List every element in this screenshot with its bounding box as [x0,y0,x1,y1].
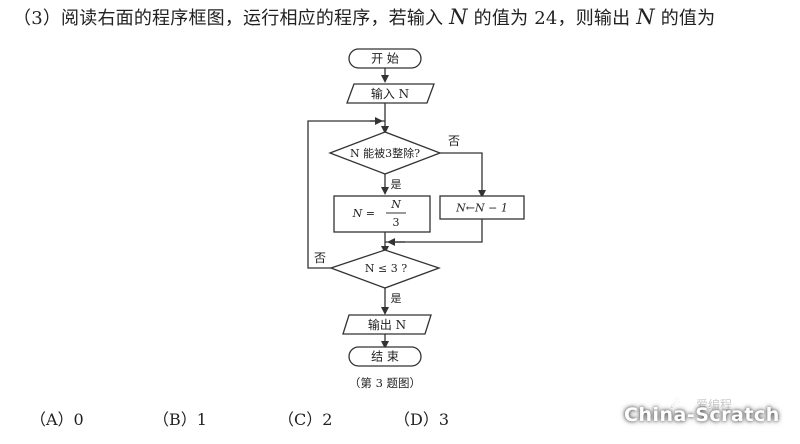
process-divide [333,195,431,233]
input-parallelogram [346,83,435,104]
watermark-sub: 爱编程 [696,398,733,412]
input-label: 输入 N [371,86,409,101]
decision2-label: N ≤ 3 ? [365,262,407,275]
question-suffix: 的值为 [654,8,716,29]
question-text: （3）阅读右面的程序框图，运行相应的程序，若输入 N 的值为 24，则输出 N … [13,4,715,30]
decision-compare [329,249,441,289]
start-terminal [348,48,422,69]
decision-divisible [328,131,442,175]
arrow-no-process [440,152,486,198]
decision1-no-label: 否 [448,134,460,148]
decision1-yes-label: 是 [391,178,402,191]
question-variable-n: N [449,5,468,29]
question-prefix: （3）阅读右面的程序框图，运行相应的程序，若输入 [13,8,450,29]
end-terminal [348,346,422,367]
decision2-no-label: 否 [314,251,326,265]
process-left-label: N = [352,207,375,220]
watermark-icon: ☄ [670,397,681,411]
process-right-label: N←N − 1 [455,202,508,215]
figure-caption: （第 3 题图） [349,376,421,390]
arrow-right-merge [385,219,483,243]
watermark-text: China-Scratch [624,404,780,426]
process-left-denominator: 3 [393,216,400,229]
watermark: ☄ 爱编程 China-Scratch [610,396,800,444]
choice-a[interactable]: （A）0 [30,410,84,429]
process-left-numerator: N [390,198,401,211]
decision1-label: N 能被3整除? [350,146,420,160]
decision2-yes-label: 是 [391,292,402,305]
process-subtract [439,195,525,220]
choice-d[interactable]: （D）3 [394,410,450,429]
answer-choices: （A）0 （B）1 （C）2 （D）3 [0,406,800,436]
output-parallelogram [342,314,432,335]
output-label: 输出 N [368,317,406,332]
start-label: 开 始 [371,52,399,66]
choice-c[interactable]: （C）2 [278,410,333,429]
end-label: 结 束 [371,350,399,364]
choice-b[interactable]: （B）1 [153,410,207,429]
question-variable-n-output: N [636,5,655,29]
question-middle: 的值为 24，则输出 [467,8,637,29]
loop-back-line [307,120,385,269]
